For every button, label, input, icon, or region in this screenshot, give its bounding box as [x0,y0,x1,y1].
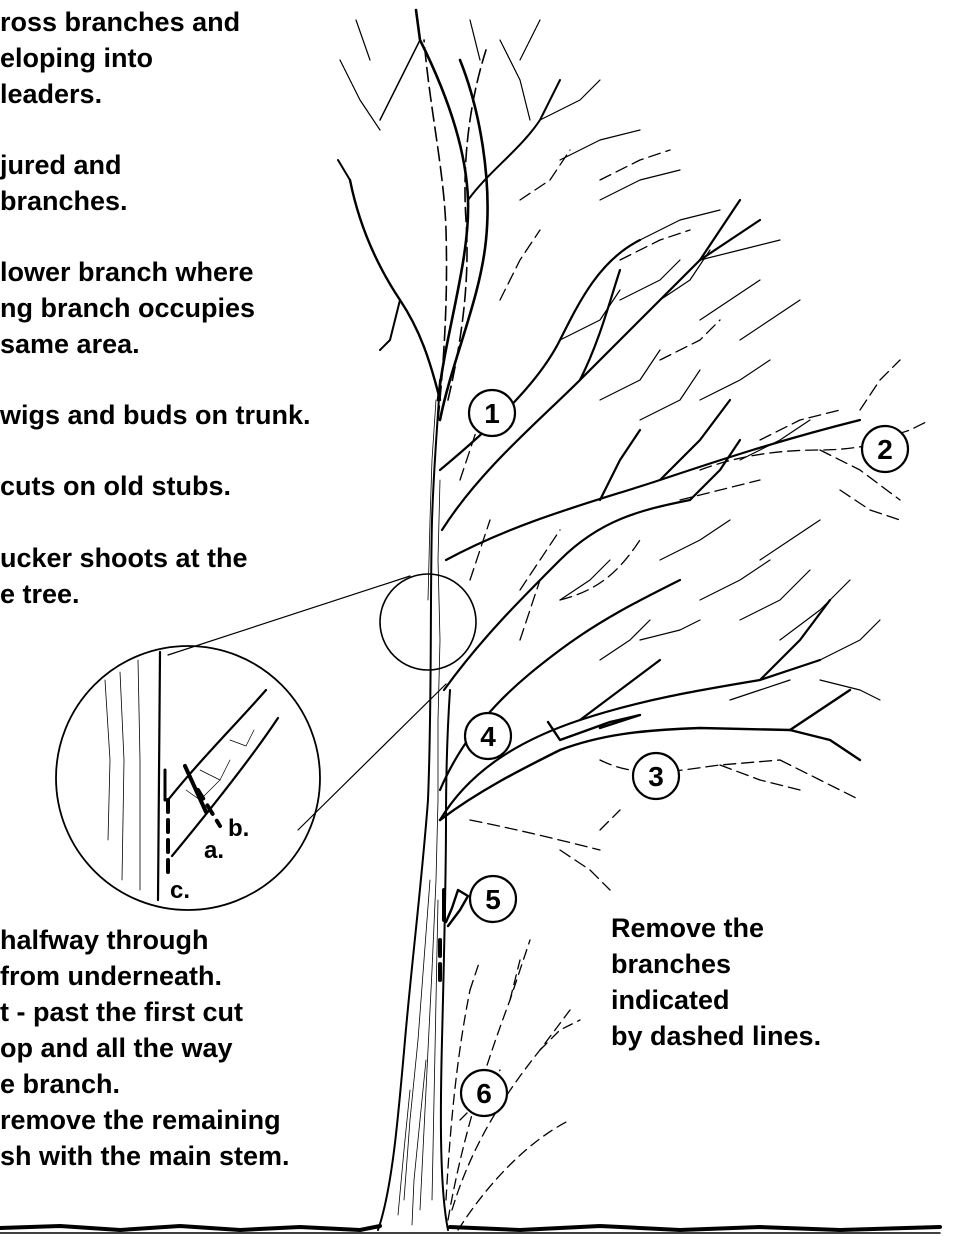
svg-text:4: 4 [480,721,496,752]
upper-branches [440,200,860,560]
marker-5: 5 [470,876,516,922]
svg-text:2: 2 [877,434,893,465]
svg-text:1: 1 [484,398,500,429]
marker-1: 1 [469,390,515,436]
cut-label-b: b. [228,815,249,842]
svg-text:5: 5 [485,884,501,915]
cut-label-c: c. [170,877,190,904]
dashed-removable-branches [460,150,930,890]
cut-label-a: a. [204,837,224,864]
ground-line [0,1226,940,1233]
branch-cut-detail: b. a. c. [56,646,320,910]
twigs [340,20,880,700]
middle-branches [440,440,830,820]
marker-4: 4 [465,713,511,759]
main-leaders [338,10,560,420]
marker-6: 6 [461,1070,507,1116]
tree-trunk [378,380,450,1230]
svg-text:6: 6 [476,1078,492,1109]
marker-2: 2 [862,426,908,472]
svg-text:3: 3 [648,761,664,792]
marker-3: 3 [633,753,679,799]
